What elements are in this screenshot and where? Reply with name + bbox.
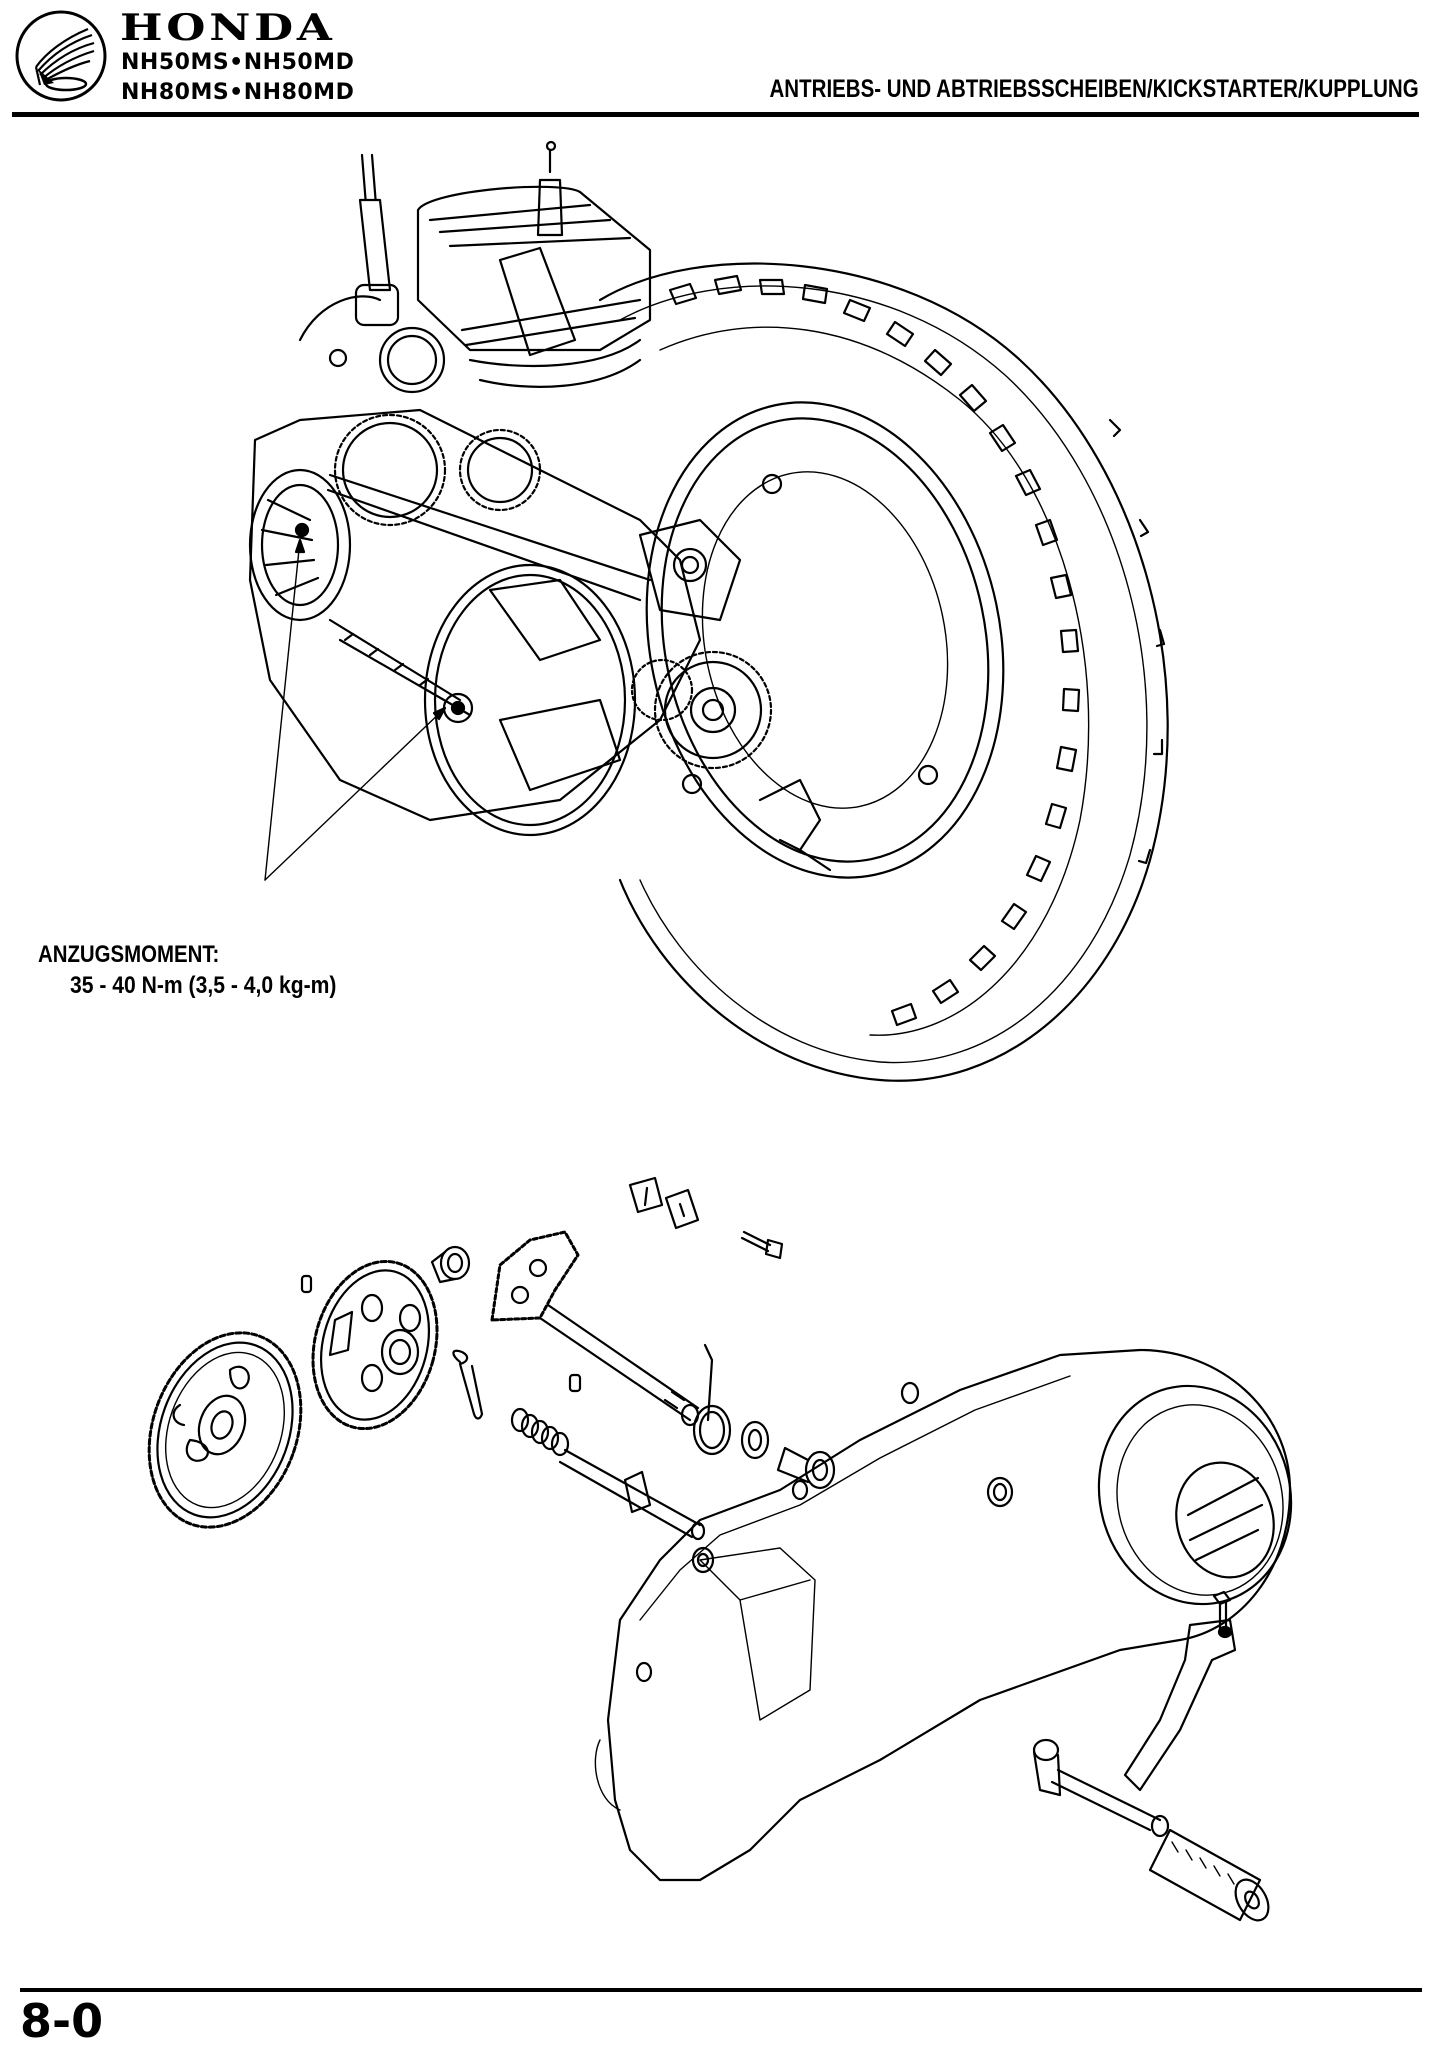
drive-belt <box>326 473 652 717</box>
cylinder-head <box>416 185 652 388</box>
ca-emblem <box>628 1176 700 1230</box>
rear-tire <box>598 262 1169 1082</box>
reed-valve-cover <box>498 246 577 357</box>
pivot-shaft <box>558 1448 706 1541</box>
return-spring <box>692 1343 732 1456</box>
circlip <box>452 1349 484 1420</box>
kick-starter-spindle <box>490 1230 700 1427</box>
brand-name: HONDA <box>120 7 336 49</box>
collar <box>776 1446 836 1490</box>
washer <box>740 1420 770 1460</box>
torque-label: ANZUGSMOMENT: <box>38 941 220 968</box>
crankcase-body <box>248 408 702 822</box>
section-title: ANTRIEBS- UND ABTRIEBSSCHEIBEN/KICKSTART… <box>769 75 1419 103</box>
emblem-bolt <box>740 1230 784 1260</box>
kick-driven-gear <box>147 1331 303 1529</box>
brake-arm <box>758 778 832 872</box>
kick-starter-pinion-gear <box>311 1259 439 1431</box>
left-crankcase-cover <box>594 1348 1293 1882</box>
rear-wheel-rim <box>645 401 1005 879</box>
model-line-2: NH80MS•NH80MD <box>121 80 355 105</box>
dowel-pin <box>300 1274 313 1294</box>
assembled-engine-illustration <box>248 140 1169 1082</box>
small-plug <box>568 1373 582 1393</box>
kick-pedal-rubber <box>1148 1828 1270 1922</box>
header-divider <box>12 112 1419 117</box>
upper-gears <box>333 413 542 527</box>
throttle-cable <box>358 153 392 292</box>
drive-pulley-fan <box>248 468 352 622</box>
torque-value: 35 - 40 N-m (3,5 - 4,0 kg-m) <box>70 972 337 999</box>
honda-wing-logo-icon <box>14 9 108 103</box>
footer-divider <box>20 1988 1422 1992</box>
clutch-assembly <box>423 563 637 837</box>
model-line-1: NH50MS•NH50MD <box>121 50 355 75</box>
swing-arm-mount <box>638 518 742 622</box>
compression-spring <box>510 1407 570 1457</box>
cover-bolt <box>1212 1590 1232 1632</box>
page-number: 8-0 <box>20 1994 104 2048</box>
bushing <box>430 1245 471 1284</box>
spark-plug <box>536 140 564 237</box>
carburetor <box>298 283 446 394</box>
torque-leader-lines <box>264 538 447 881</box>
kick-starter-arm <box>1032 1618 1237 1838</box>
